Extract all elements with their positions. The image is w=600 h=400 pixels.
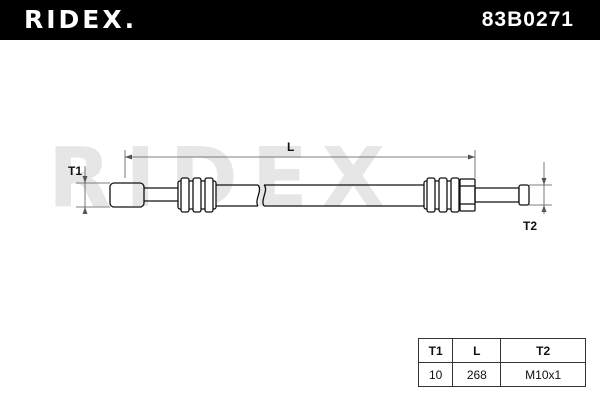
- thread-tip: [518, 184, 530, 206]
- brand-logo: RIDEX.: [24, 5, 138, 34]
- right-crimp-ring-1: [426, 177, 436, 213]
- dimension-lines: [76, 150, 552, 214]
- t2-arrow-bottom: [541, 205, 547, 212]
- watermark-text: RIDEX: [48, 131, 399, 226]
- t1-arrow-top: [82, 176, 88, 183]
- hose-break-left: [256, 184, 261, 207]
- t1-label: T1: [68, 164, 82, 178]
- spec-value-t1: 10: [417, 362, 454, 387]
- right-crimp-ring-3: [450, 177, 460, 213]
- t1-arrow-bottom: [82, 207, 88, 214]
- right-crimp-ring-2: [438, 177, 448, 213]
- left-crimp-ring-2: [192, 177, 202, 213]
- hose-break-right: [262, 184, 267, 207]
- spec-value-t2: M10x1: [500, 362, 586, 387]
- left-crimp-ring-1: [180, 177, 190, 213]
- l-arrow-right: [468, 154, 475, 160]
- hex-nut: [459, 178, 476, 212]
- header-bar: RIDEX. 83B0271: [0, 0, 600, 40]
- l-arrow-left: [125, 154, 132, 160]
- part-number: 83B0271: [481, 8, 574, 31]
- spec-value-l: 268: [452, 362, 502, 387]
- spec-header-t2: T2: [500, 338, 586, 363]
- spec-table-header-row: T1 L T2: [417, 338, 586, 363]
- spec-table: T1 L T2 10 268 M10x1: [417, 338, 586, 387]
- left-fitting-end: [109, 182, 145, 208]
- left-crimp-ring-3: [204, 177, 214, 213]
- l-label: L: [287, 140, 294, 154]
- thread-stem: [474, 187, 520, 203]
- hose-outline: [109, 177, 530, 213]
- spec-header-l: L: [452, 338, 502, 363]
- spec-header-t1: T1: [417, 338, 454, 363]
- t2-label: T2: [523, 219, 537, 233]
- t2-arrow-top: [541, 178, 547, 185]
- spec-table-value-row: 10 268 M10x1: [417, 362, 586, 387]
